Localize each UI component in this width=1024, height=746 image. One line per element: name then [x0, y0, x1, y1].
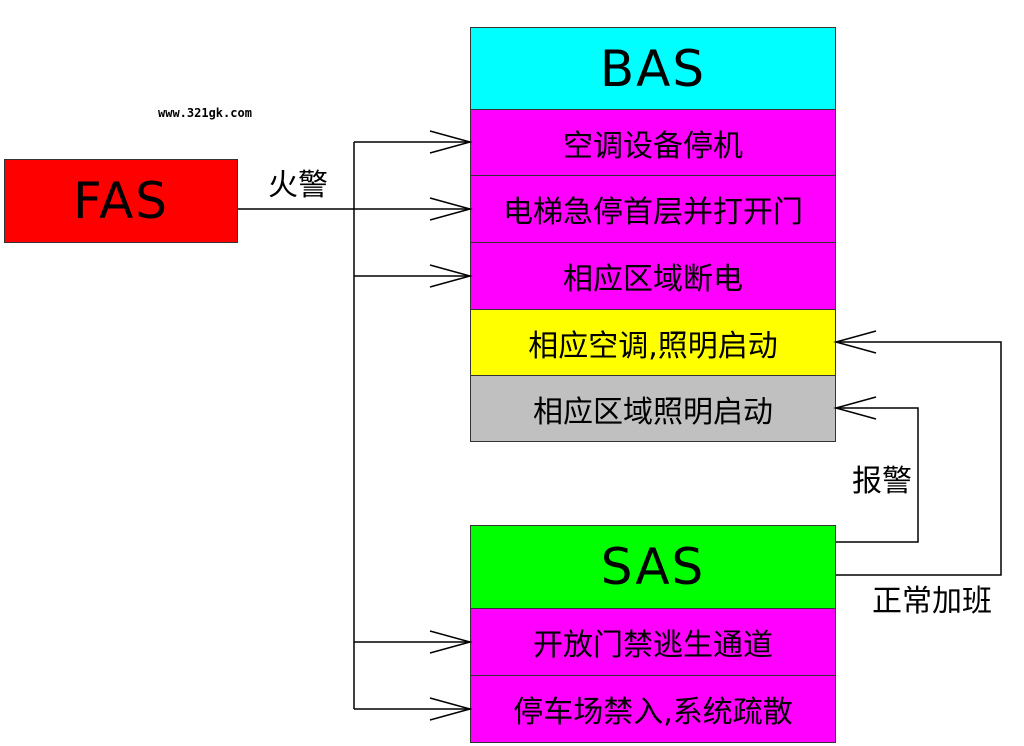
bas-label: BAS	[599, 39, 707, 98]
arrowhead-icon	[833, 396, 877, 420]
alarm-feedback-line	[836, 407, 919, 543]
bas-item-label: 相应区域照明启动	[533, 394, 773, 430]
arrowhead-icon	[429, 697, 473, 721]
bas-item-label: 空调设备停机	[563, 128, 743, 164]
bas-item-label: 相应空调,照明启动	[528, 328, 778, 364]
arrowhead-icon	[429, 264, 473, 288]
sas-node: SAS	[470, 525, 836, 609]
arrowhead-icon	[429, 197, 473, 221]
fas-node: FAS	[4, 159, 238, 243]
bas-item-elevator: 电梯急停首层并打开门	[470, 175, 836, 243]
bas-item-label: 相应区域断电	[563, 262, 743, 297]
bas-item-power-off: 相应区域断电	[470, 242, 836, 310]
arrowhead-icon	[429, 630, 473, 654]
bas-item-lighting-start: 相应区域照明启动	[470, 375, 836, 442]
arrowhead-icon	[833, 330, 877, 354]
overtime-label: 正常加班	[872, 584, 992, 619]
fire-alarm-label: 火警	[268, 168, 328, 203]
bas-item-ac-lighting-start: 相应空调,照明启动	[470, 309, 836, 376]
alarm-label: 报警	[852, 464, 912, 499]
bas-item-label: 电梯急停首层并打开门	[503, 195, 803, 230]
overtime-feedback-line	[836, 341, 1002, 576]
arrowhead-icon	[429, 130, 473, 154]
sas-item-label: 停车场禁入,系统疏散	[513, 695, 793, 730]
watermark-text: www.321gk.com	[158, 106, 252, 120]
bas-item-ac-stop: 空调设备停机	[470, 109, 836, 176]
sas-label: SAS	[600, 538, 706, 596]
sas-item-parking-evacuate: 停车场禁入,系统疏散	[470, 675, 836, 743]
fas-label: FAS	[72, 172, 170, 230]
sas-item-label: 开放门禁逃生通道	[533, 628, 773, 663]
bas-node: BAS	[470, 27, 836, 110]
